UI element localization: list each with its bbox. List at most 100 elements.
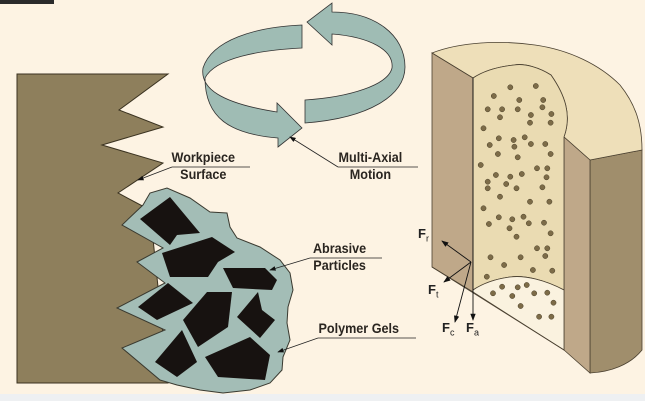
abrasive-dot (531, 290, 538, 297)
abrasive-dot (550, 299, 557, 306)
force-subscript: a (473, 327, 479, 338)
abrasive-dot (527, 119, 533, 126)
abrasive-dot (513, 233, 520, 240)
abrasive-label-line2: Particles (313, 257, 366, 273)
abrasive-dot (541, 219, 547, 226)
abrasive-dot (484, 106, 491, 113)
abrasive-dot (544, 289, 551, 296)
force-radial-arrow (441, 240, 472, 263)
abrasive-dot (499, 106, 505, 113)
particle (155, 330, 197, 377)
abrasive-dot (513, 185, 520, 192)
abrasive-dot (547, 230, 554, 237)
abrasive-dot (532, 83, 539, 89)
force-cutting-label: Fc (442, 320, 454, 338)
abrasive-dot (495, 135, 502, 142)
cylinder-inner-right-face (563, 136, 591, 374)
abrasive-dot (490, 290, 496, 297)
force-tangential-arrow (443, 261, 472, 283)
particle (223, 268, 277, 290)
abrasive-dot (514, 106, 521, 113)
abrasive-dot (510, 137, 517, 143)
abrasive-dot (528, 141, 534, 147)
abrasive-dot (534, 245, 540, 252)
abrasive-dot (547, 151, 554, 157)
abrasive-dot (514, 154, 521, 161)
force-symbol: F (418, 226, 426, 241)
cylinder-left-face (431, 52, 474, 293)
particle (162, 237, 235, 277)
polymer-leader (277, 337, 319, 353)
force-cutting-arrow (454, 261, 472, 323)
force-subscript: c (449, 327, 455, 338)
abrasive-dot (506, 225, 513, 232)
abrasive-dot (536, 313, 542, 320)
rotation-arrow-left (202, 24, 303, 148)
abrasive-label-line1: Abrasive (312, 240, 367, 256)
abrasive-dot (516, 97, 523, 103)
abrasive-dot (501, 262, 507, 268)
abrasive-dot (548, 111, 555, 117)
particle (138, 283, 193, 320)
abrasive-dot (493, 172, 499, 178)
abrasive-dot (520, 213, 527, 220)
particle (237, 292, 275, 338)
abrasive-dot (539, 184, 546, 191)
abrasive-dot (487, 254, 494, 261)
motion-label-line2: Motion (349, 166, 392, 182)
abrasive-dot (514, 284, 521, 291)
workpiece-leader (137, 166, 173, 181)
abrasive-dot (546, 198, 553, 205)
abrasive-dot (547, 119, 554, 126)
abrasive-dot (527, 198, 533, 205)
abrasive-dot (540, 97, 547, 103)
particle (140, 197, 200, 245)
abrasive-dots (477, 83, 557, 320)
abrasive-dot (521, 134, 528, 141)
abrasive-dot (483, 273, 490, 280)
force-symbol: F (442, 320, 450, 335)
abrasive-dot (548, 313, 555, 320)
rotation-arrow-right (304, 2, 406, 124)
particle (183, 292, 232, 347)
abrasive-dot (549, 267, 556, 274)
abrasive-dot (486, 142, 493, 148)
force-vectors (441, 78, 476, 323)
abrasive-dot (480, 205, 487, 212)
workpiece-label-line1: Workpiece (171, 149, 236, 165)
force-tangential-label: Ft (428, 282, 438, 300)
bottom-strip (0, 394, 645, 401)
abrasive-dot (525, 220, 532, 227)
particle (205, 337, 270, 380)
force-symbol: F (428, 282, 436, 297)
abrasive-dot (486, 221, 492, 227)
abrasive-dot (477, 162, 484, 168)
abrasive-dot (495, 214, 502, 221)
force-symbol: F (466, 320, 474, 335)
cylinder-cutaway (431, 42, 643, 374)
cylinder-outer-face (589, 149, 643, 374)
abrasive-dot (497, 114, 503, 121)
abrasive-dot (543, 174, 550, 181)
abrasive-leader (269, 257, 311, 271)
abrasive-dot (484, 185, 491, 192)
polymer-gels-label: Polymer Gels (318, 320, 400, 336)
abrasive-dot (509, 293, 516, 299)
core-bottom (472, 276, 565, 351)
multi-axial-motion-label: Multi-Axial Motion (339, 149, 403, 183)
abrasive-dot (480, 125, 487, 132)
abrasive-dot (484, 178, 491, 185)
abrasive-dot (544, 165, 551, 172)
abrasive-particles-label: Abrasive Particles (313, 240, 366, 274)
force-axial-label: Fa (466, 320, 479, 338)
abrasive-dot (530, 267, 536, 273)
abrasive-dot (528, 112, 534, 118)
abrasive-dot (507, 173, 514, 180)
abrasive-dot (517, 254, 524, 261)
abrasive-dot (517, 303, 524, 309)
workpiece-label-line2: Surface (180, 166, 227, 182)
abrasive-dot (542, 141, 549, 147)
abrasive-particles (138, 197, 277, 380)
abrasive-dot (511, 143, 518, 150)
motion-leader (289, 136, 339, 168)
